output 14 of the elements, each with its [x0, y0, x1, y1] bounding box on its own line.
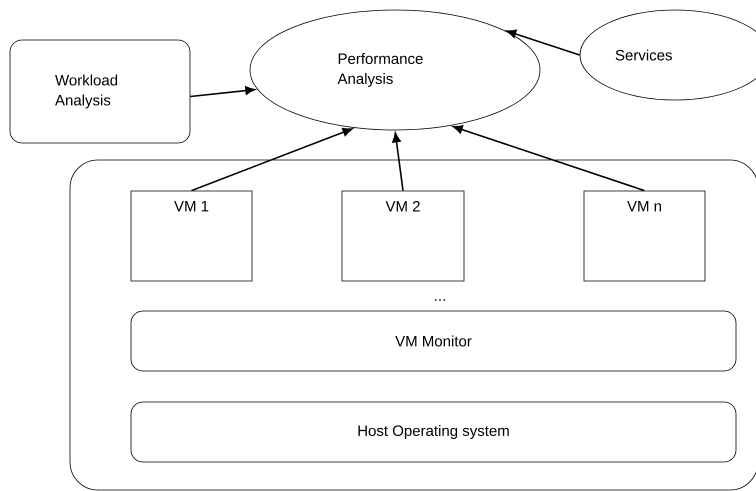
- arrow: [190, 86, 256, 98]
- vm-box: VM 1: [130, 190, 252, 282]
- arrow: [191, 128, 352, 192]
- layer-box: Host Operating system: [130, 402, 736, 462]
- layer-box: VM Monitor: [130, 310, 736, 372]
- vm-box: VM 2: [342, 190, 464, 282]
- ellipsis-label: ...: [435, 299, 445, 301]
- container-box: [70, 160, 756, 490]
- arrow: [392, 132, 404, 191]
- arrow: [452, 125, 645, 192]
- rounded-box: Workload Analysis: [10, 40, 190, 144]
- ellipse-node: Performance Analysis: [250, 10, 540, 130]
- vm-box: VM n: [584, 190, 706, 282]
- arrow: [506, 30, 580, 56]
